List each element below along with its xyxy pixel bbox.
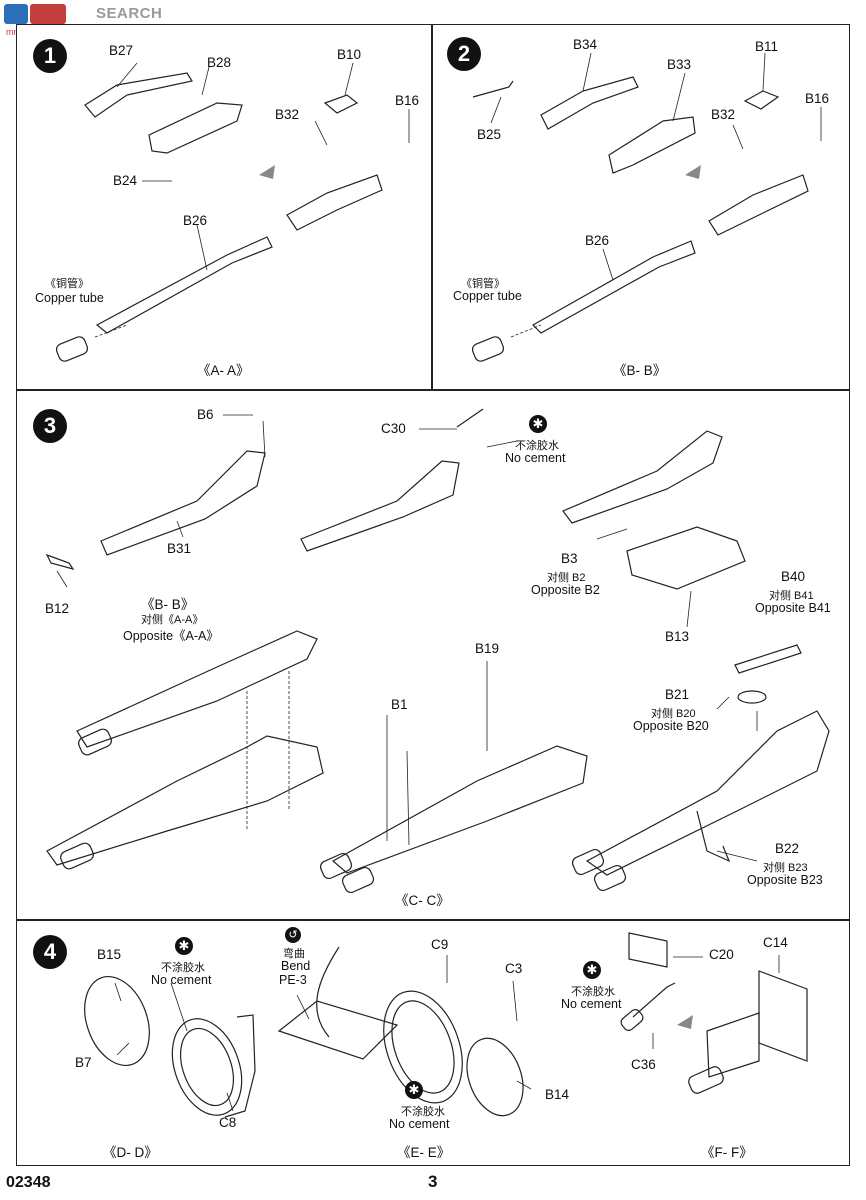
page-number: 3 [428, 1172, 438, 1191]
part-b32-b: B32 [711, 107, 736, 122]
part-c9: C9 [431, 937, 449, 952]
part-b21-en: Opposite B20 [633, 719, 709, 733]
copper-tube-en-b: Copper tube [453, 289, 522, 303]
part-b6: B6 [197, 407, 214, 422]
part-b22: B22 [775, 841, 800, 856]
watermark-logo-mark-2 [30, 4, 66, 24]
no-cement-icon: ✱ [529, 415, 547, 433]
part-pe3: PE-3 [279, 973, 307, 987]
part-b40-en: Opposite B41 [755, 601, 831, 615]
part-c14: C14 [763, 935, 788, 950]
copper-tube-en: Copper tube [35, 291, 104, 305]
part-b11: B11 [755, 39, 779, 54]
step-2-panel: 2 B34 B33 B11 B16 B32 B25 B26 《铜管》 Coppe… [432, 24, 850, 390]
view-e-e: 《E- E》 [397, 1145, 451, 1160]
step-1-badge: 1 [33, 39, 67, 73]
no-cement-en-2: No cement [151, 973, 212, 987]
watermark-logo [4, 4, 66, 24]
part-b40-cn: 对侧 B41 [769, 590, 814, 602]
part-b21: B21 [665, 687, 690, 702]
no-cement-cn-1: 不涂胶水 [515, 440, 559, 452]
part-b14: B14 [545, 1087, 570, 1102]
copper-tube-cn-b: 《铜管》 [461, 278, 505, 290]
view-c-c: 《C- C》 [395, 893, 450, 908]
part-b12: B12 [45, 601, 70, 616]
part-c8: C8 [219, 1115, 237, 1130]
view-bb-en: Opposite《A-A》 [123, 629, 219, 643]
no-cement-en-1: No cement [505, 451, 566, 465]
step-1-drawing [55, 62, 410, 362]
no-cement-cn-4: 不涂胶水 [571, 986, 615, 998]
part-b3-en: Opposite B2 [531, 583, 600, 597]
view-f-f: 《F- F》 [701, 1145, 753, 1160]
part-b31: B31 [167, 541, 192, 556]
part-b10: B10 [337, 47, 362, 62]
step-3-badge: 3 [33, 409, 67, 443]
no-cement-en-3: No cement [389, 1117, 450, 1131]
part-c3: C3 [505, 961, 523, 976]
step-3-drawing [45, 408, 830, 894]
step-2-badge: 2 [447, 37, 481, 71]
part-b15: B15 [97, 947, 122, 962]
part-b21-cn: 对侧 B20 [651, 708, 696, 720]
part-b28: B28 [207, 55, 232, 70]
bend-cn: 弯曲 [283, 948, 305, 960]
part-b26: B26 [183, 213, 208, 228]
no-cement-icon-4: ✱ [583, 961, 601, 979]
part-b16-b: B16 [805, 91, 830, 106]
view-bb-cn: 对侧《A-A》 [141, 614, 204, 626]
part-b40: B40 [781, 569, 806, 584]
part-b25: B25 [477, 127, 502, 142]
step-3-panel: 3 [16, 390, 850, 920]
view-d-d: 《D- D》 [103, 1145, 158, 1160]
part-b26-b: B26 [585, 233, 610, 248]
part-b7: B7 [75, 1055, 92, 1070]
part-b3-cn: 对侧 B2 [547, 572, 586, 584]
part-b16: B16 [395, 93, 420, 108]
step-4-badge: 4 [33, 935, 67, 969]
part-c30: C30 [381, 421, 406, 436]
part-b3: B3 [561, 551, 578, 566]
no-cement-cn-2: 不涂胶水 [161, 962, 205, 974]
part-b22-cn: 对侧 B23 [763, 862, 808, 874]
part-c20: C20 [709, 947, 734, 962]
view-bb-label: 《B- B》 [141, 597, 195, 612]
bend-en: Bend [281, 959, 311, 973]
step-2-drawing [471, 52, 822, 362]
step-4-drawing [84, 932, 808, 1118]
part-b1: B1 [391, 697, 408, 712]
no-cement-en-4: No cement [561, 997, 622, 1011]
part-b24: B24 [113, 173, 138, 188]
part-b33: B33 [667, 57, 692, 72]
bend-icon: ↺ [285, 927, 301, 943]
no-cement-icon-3: ✱ [405, 1081, 423, 1099]
watermark-logo-mark [4, 4, 28, 24]
part-b22-en: Opposite B23 [747, 873, 823, 887]
step-4-panel: 4 [16, 920, 850, 1166]
part-c36: C36 [631, 1057, 656, 1072]
part-b19: B19 [475, 641, 500, 656]
part-b13: B13 [665, 629, 690, 644]
no-cement-cn-3: 不涂胶水 [401, 1106, 445, 1118]
view-b-b: 《B- B》 [613, 363, 667, 378]
watermark-site: SEARCH [96, 5, 163, 22]
part-b27: B27 [109, 43, 134, 58]
step-1-panel: 1 B27 B28 B10 B16 B32 B24 B26 《铜管》 Coppe… [16, 24, 432, 390]
product-code: 02348 [6, 1174, 51, 1191]
part-b32: B32 [275, 107, 300, 122]
view-a-a: 《A- A》 [197, 363, 250, 378]
part-b34: B34 [573, 37, 598, 52]
no-cement-icon-2: ✱ [175, 937, 193, 955]
copper-tube-cn: 《铜管》 [45, 278, 89, 290]
